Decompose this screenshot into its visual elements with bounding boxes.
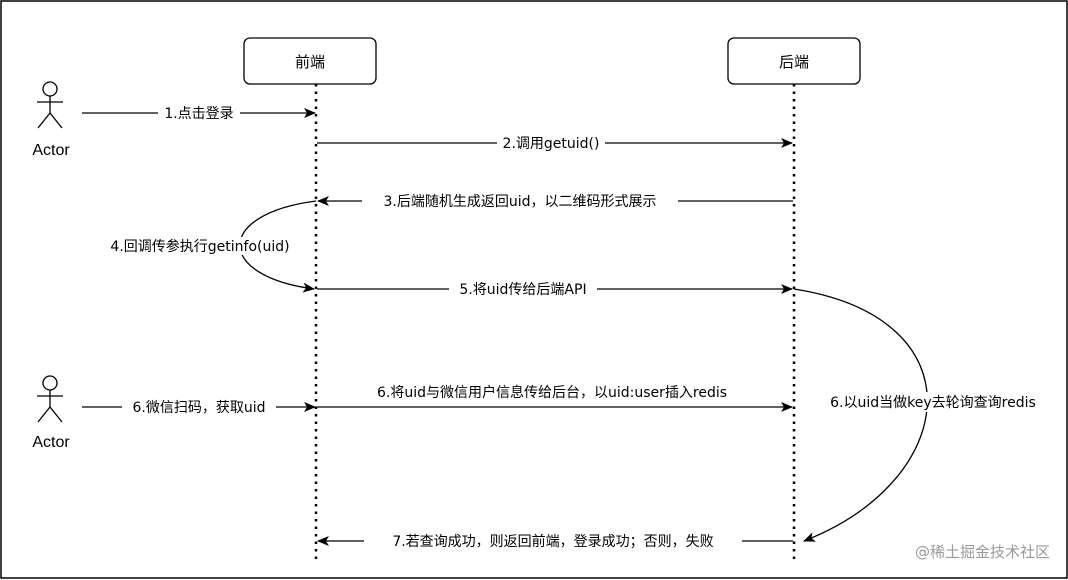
message-3-label: 3.后端随机生成返回uid，以二维码形式展示 xyxy=(383,194,656,210)
message-5-label: 5.将uid传给后端API xyxy=(459,282,586,298)
watermark: @稀土掘金技术社区 xyxy=(915,543,1050,561)
participant-frontend: 前端 xyxy=(243,37,377,85)
actor-1 xyxy=(37,81,63,129)
actor-2 xyxy=(37,375,63,423)
message-7-label: 7.若查询成功，则返回前端，登录成功；否则，失败 xyxy=(392,533,713,550)
message-6b-label: 6.将uid与微信用户信息传给后台，以uid:user插入redis xyxy=(377,384,727,401)
message-6a-label: 6.微信扫码，获取uid xyxy=(132,400,265,416)
message-6c-label: 6.以uid当做key去轮询查询redis xyxy=(830,395,1036,411)
message-2-label: 2.调用getuid() xyxy=(503,136,600,152)
participant-frontend-label: 前端 xyxy=(295,53,325,71)
message-1-label: 1.点击登录 xyxy=(164,106,233,122)
actor-2-label: Actor xyxy=(32,434,70,451)
participant-backend-label: 后端 xyxy=(779,53,809,71)
actor-1-label: Actor xyxy=(32,142,70,159)
participant-backend: 后端 xyxy=(727,37,861,85)
message-6c-self-call xyxy=(793,288,928,542)
message-4-label: 4.回调传参执行getinfo(uid) xyxy=(110,238,289,255)
